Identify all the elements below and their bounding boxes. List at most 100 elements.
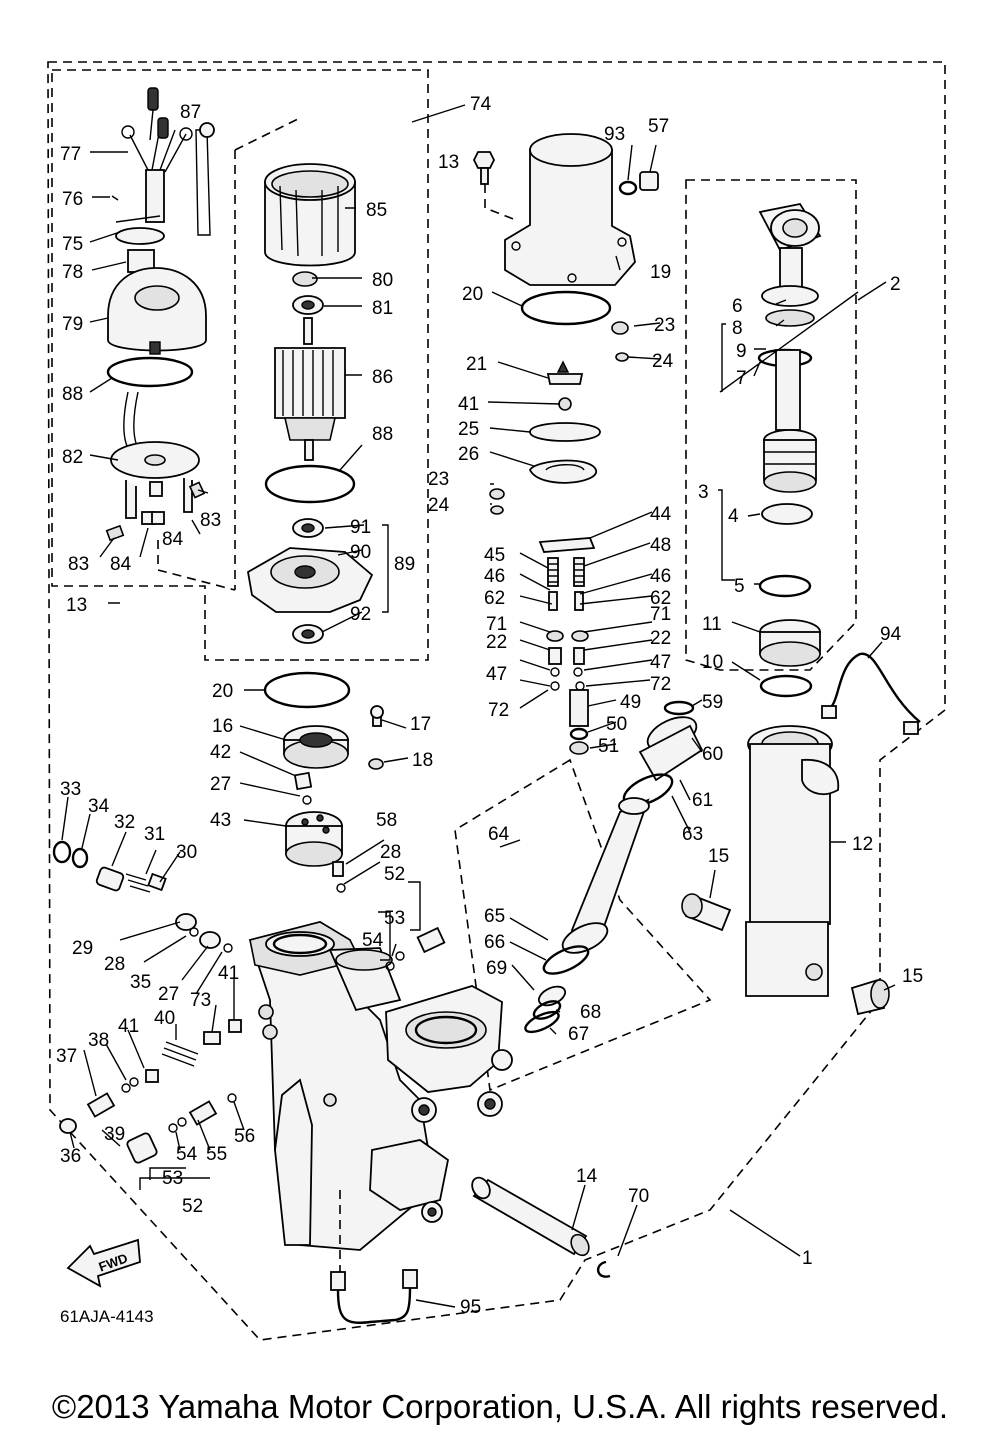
callout-2: 2: [890, 274, 901, 295]
piston-rod-boundary: [454, 758, 712, 1092]
callout-30: 30: [176, 842, 197, 863]
callout-28-upper: 28: [380, 842, 401, 863]
callout-48: 48: [650, 535, 671, 556]
callout-17: 17: [410, 714, 431, 735]
callout-35: 35: [130, 972, 151, 993]
o-ring-20-top: [520, 290, 612, 326]
callout-10: 10: [702, 652, 723, 673]
callout-46-left: 46: [484, 566, 505, 587]
callout-55: 55: [206, 1144, 227, 1165]
manifold-body: [248, 921, 513, 1275]
motor-end-cap: [107, 267, 207, 355]
fwd-arrow: FWD: [66, 1238, 141, 1288]
callout-54-upper: 54: [362, 930, 384, 951]
motor-bearings-top: [292, 271, 324, 315]
callout-83-right: 83: [200, 510, 221, 531]
callout-92: 92: [350, 604, 371, 625]
callout-70: 70: [628, 1186, 649, 1207]
motor-base-assembly: [247, 518, 374, 644]
motor-yoke: [264, 163, 356, 267]
callout-58: 58: [376, 810, 397, 831]
o-ring-20-lower: [263, 671, 351, 709]
callout-82: 82: [62, 447, 83, 468]
callout-34: 34: [88, 796, 110, 817]
callout-24-lower: 24: [428, 495, 450, 516]
callout-8: 8: [732, 318, 743, 339]
diagram-code: 61AJA-4143: [60, 1307, 154, 1326]
callout-15-lower: 15: [902, 966, 923, 987]
tilt-rod-assembly: [757, 202, 822, 493]
callout-88-lower: 88: [372, 424, 393, 445]
callout-75: 75: [62, 234, 83, 255]
callout-62-right: 62: [650, 588, 671, 609]
copyright-notice: ©2013 Yamaha Motor Corporation, U.S.A. A…: [51, 1388, 949, 1425]
armature: [274, 317, 346, 461]
callout-66: 66: [484, 932, 505, 953]
motor-inner-boundary: [157, 117, 301, 591]
callout-23-upper: 23: [654, 315, 675, 336]
callout-19: 19: [650, 262, 671, 283]
callout-68: 68: [580, 1002, 601, 1023]
callout-9: 9: [736, 341, 747, 362]
callout-14: 14: [576, 1166, 598, 1187]
callout-78: 78: [62, 262, 83, 283]
callout-81: 81: [372, 298, 393, 319]
callout-95: 95: [460, 1297, 481, 1318]
callout-94: 94: [880, 624, 902, 645]
seal-4: [761, 503, 813, 525]
callout-93: 93: [604, 124, 625, 145]
leader-lines: [61, 104, 896, 1308]
callout-90: 90: [350, 542, 371, 563]
assembly-boundary: [47, 61, 946, 1341]
callout-31: 31: [144, 824, 165, 845]
callout-63: 63: [682, 824, 703, 845]
callout-13-upper: 13: [438, 152, 459, 173]
callout-1: 1: [802, 1248, 813, 1269]
callout-51: 51: [598, 736, 619, 757]
callout-79: 79: [62, 314, 83, 335]
callout-47-right: 47: [650, 652, 671, 673]
motor-subassembly-boundary: [51, 69, 429, 661]
bushings-15: [681, 893, 890, 1016]
reservoir-tank: [504, 133, 636, 286]
callout-42: 42: [210, 742, 231, 763]
callout-21: 21: [466, 354, 487, 375]
callout-26: 26: [458, 444, 479, 465]
callout-12: 12: [852, 834, 873, 855]
callout-23-lower: 23: [428, 469, 449, 490]
callout-71-right: 71: [650, 604, 671, 625]
callout-88-upper: 88: [62, 384, 83, 405]
bolt-13-top: [472, 151, 517, 221]
cylinder-parts-59-60-61-63: [622, 700, 704, 807]
manual-release-parts: [52, 840, 446, 1164]
trim-tilt-unit-exploded-diagram: FWD 61AJA-4143 87 74 77 76 75 78 79 88 8…: [47, 61, 946, 1341]
callout-62-left: 62: [484, 588, 505, 609]
callout-50: 50: [606, 714, 627, 735]
callout-80: 80: [372, 270, 393, 291]
cylinder-cap-11: [759, 619, 821, 667]
callout-16: 16: [212, 716, 233, 737]
callout-72-right: 72: [650, 674, 671, 695]
callout-6: 6: [732, 296, 743, 317]
callout-18: 18: [412, 750, 433, 771]
callout-47-left: 47: [486, 664, 507, 685]
callout-36: 36: [60, 1146, 81, 1167]
callout-64: 64: [488, 824, 510, 845]
callout-91: 91: [350, 517, 371, 538]
callout-33: 33: [60, 779, 81, 800]
callout-89: 89: [394, 554, 415, 575]
brush-holder: [105, 391, 206, 542]
callout-44: 44: [650, 504, 672, 525]
callout-labels: 87 74 77 76 75 78 79 88 82 83 83 84 84 8…: [56, 94, 923, 1318]
callout-54-lower: 54: [176, 1144, 198, 1165]
callout-84-left: 84: [110, 554, 132, 575]
pump-small-parts: [293, 705, 384, 805]
callout-15-upper: 15: [708, 846, 729, 867]
o-ring-10: [759, 674, 813, 698]
cylinder-boundary: [685, 179, 857, 671]
callout-52-lower: 52: [182, 1196, 203, 1217]
callout-56: 56: [234, 1126, 255, 1147]
piston-rod-64: [524, 797, 650, 1034]
callout-57: 57: [648, 116, 669, 137]
callout-5: 5: [734, 576, 745, 597]
